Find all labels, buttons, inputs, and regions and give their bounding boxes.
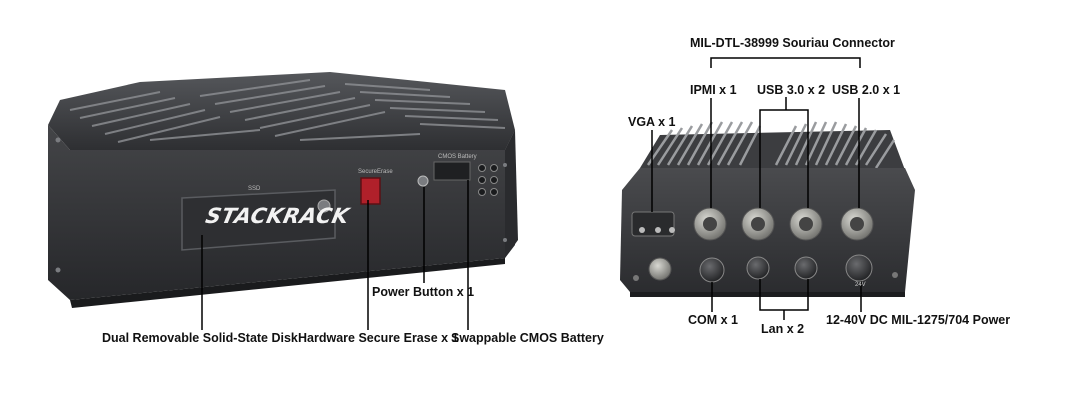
vga-port[interactable] [631, 211, 675, 237]
front-unit [48, 72, 518, 330]
rear-chassis-bottom [630, 292, 905, 297]
rear-screw [633, 275, 639, 281]
ssd-tag: SSD [248, 186, 261, 192]
com-connector[interactable] [699, 257, 725, 283]
rear-callout-lines [651, 57, 862, 320]
label-secure-erase: Hardware Secure Erase x 1 [298, 331, 459, 345]
ssd-bay [181, 189, 336, 251]
label-ipmi: IPMI x 1 [690, 83, 737, 97]
label-com: COM x 1 [688, 313, 739, 327]
rear-screw-right [892, 272, 898, 278]
front-heatsink-fins [69, 79, 506, 143]
front-chassis-side [505, 130, 518, 258]
secure-erase-button[interactable] [360, 177, 381, 205]
front-screws [55, 137, 507, 273]
ssd-lock-knob[interactable] [317, 199, 331, 213]
label-ssd: Dual Removable Solid-State Disk [102, 331, 298, 345]
label-power-input: 12-40V DC MIL-1275/704 Power [826, 313, 1011, 327]
power-connector[interactable] [845, 254, 873, 282]
power-voltage-tag: 24V [855, 282, 866, 288]
lan-connector-2[interactable] [794, 256, 818, 280]
front-port-grid [478, 164, 498, 196]
label-power-button: Power Button x 1 [372, 285, 475, 299]
label-vga: VGA x 1 [628, 115, 676, 129]
brand-logo: STACKRACK [203, 204, 352, 228]
label-cmos-battery: Swappable CMOS Battery [451, 331, 604, 345]
front-chassis-bottom [70, 258, 505, 308]
front-callout-lines [201, 180, 469, 330]
souriau-connectors-top [693, 207, 874, 241]
cmos-tag: CMOS Battery [438, 154, 477, 160]
label-souriau: MIL-DTL-38999 Souriau Connector [690, 36, 895, 50]
label-usb2: USB 2.0 x 1 [832, 83, 901, 97]
lan-connector-1[interactable] [746, 256, 770, 280]
label-usb3: USB 3.0 x 2 [757, 83, 826, 97]
secure-erase-tag: SecureErase [358, 169, 393, 175]
power-button[interactable] [417, 175, 429, 187]
label-lan: Lan x 2 [761, 322, 805, 336]
vga-caps [639, 227, 675, 233]
rear-unit [620, 57, 915, 320]
rear-heatsink-fins [640, 121, 905, 170]
ground-stud [648, 257, 672, 281]
cmos-battery-slot[interactable] [433, 161, 471, 181]
